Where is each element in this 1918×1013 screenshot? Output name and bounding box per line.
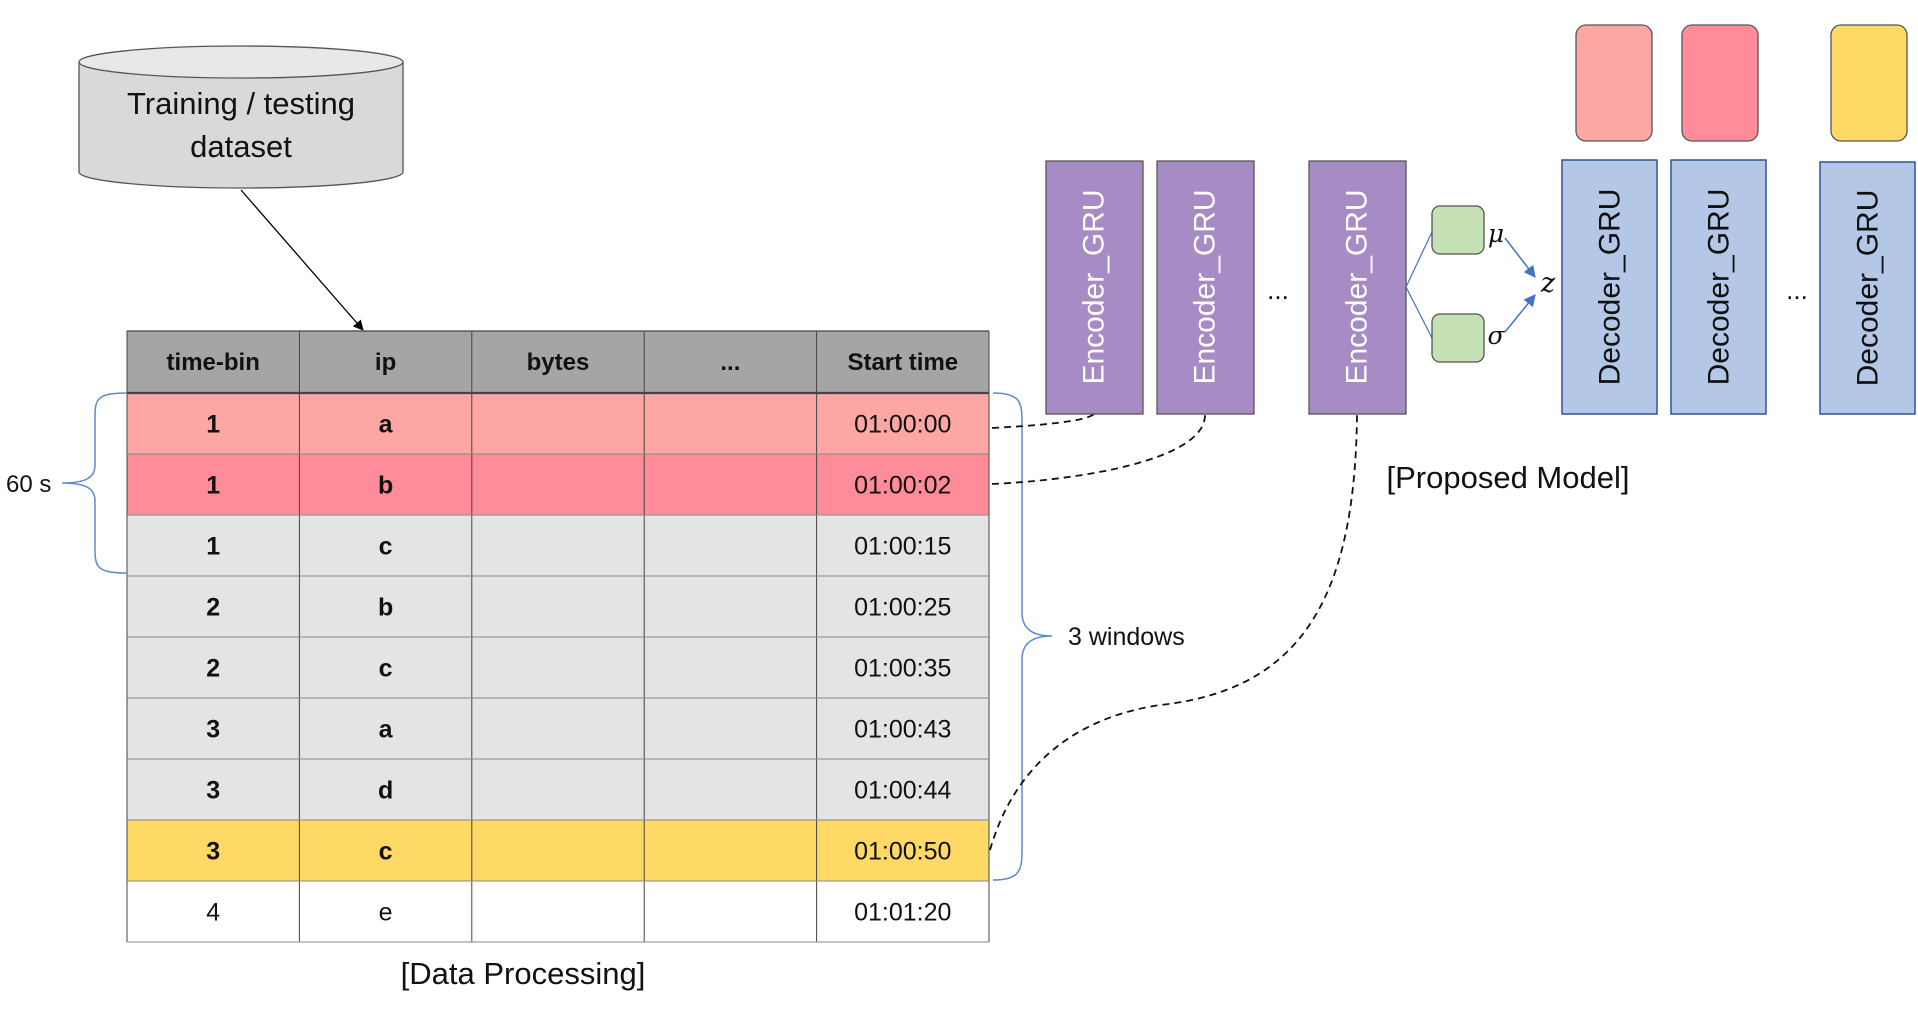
encoder-to-sigma-link [1405, 286, 1433, 339]
table-cell: 4 [206, 899, 220, 927]
table-cell: a [379, 411, 394, 439]
decoder-block [1561, 159, 1658, 415]
table-header-background [127, 331, 989, 393]
dataset-label-line2: dataset [190, 129, 292, 164]
dataset-cylinder: Training / testing dataset [78, 45, 404, 189]
dataset-label-line1: Training / testing [127, 86, 355, 121]
table-cell: 1 [206, 411, 220, 439]
encoder-to-mu-link [1405, 231, 1433, 288]
table-cell: 01:00:00 [854, 411, 951, 439]
table-cell: 1 [206, 472, 220, 500]
decoder-label: Decoder_GRU [1703, 189, 1736, 386]
table-header-cell: time-bin [167, 349, 260, 376]
decoder-block [1819, 161, 1916, 415]
encoder-block [1045, 160, 1144, 415]
output-block [1575, 24, 1653, 142]
encoder-label: Encoder_GRU [1189, 189, 1222, 384]
table-row [127, 820, 989, 881]
table-row [127, 576, 989, 637]
data-table: time-bin ip bytes... Start time 1 a 01:00:00 1 b… [126, 330, 990, 943]
table-cell: c [379, 838, 393, 866]
sigma-to-z-arrow [1504, 294, 1536, 333]
table-cell: 1 [206, 533, 220, 561]
table-row [127, 759, 989, 820]
table-row [127, 637, 989, 698]
cylinder-body [78, 62, 404, 189]
window-count-brace [992, 392, 1053, 881]
table-header-cell: Start time [847, 349, 958, 376]
cylinder-top [78, 45, 404, 79]
table-cell: d [378, 777, 393, 805]
decoder-label: Decoder_GRU [1594, 189, 1627, 386]
table-row [127, 454, 989, 515]
table-cell: e [379, 899, 393, 927]
table-row [127, 515, 989, 576]
table-cell: 01:00:15 [854, 533, 951, 561]
encoder-label: Encoder_GRU [1078, 189, 1111, 384]
row-to-encoder-2-link [991, 414, 1206, 485]
decoder-stack: Decoder_GRU Decoder_GRU ... Decoder_GRU [1561, 159, 1916, 415]
z-label: z [1540, 268, 1556, 299]
decoder-ellipsis: ... [1786, 275, 1808, 305]
mu-node [1431, 205, 1485, 255]
table-cell: 3 [206, 777, 220, 805]
mu-to-z-arrow [1504, 237, 1536, 278]
latent-space: μ σ z [1405, 205, 1556, 363]
bin-span-brace [61, 392, 128, 574]
window-count-label: 3 windows [1068, 623, 1185, 651]
encoder-label: Encoder_GRU [1341, 189, 1374, 384]
row-to-encoder-3-link [989, 414, 1358, 851]
output-block [1830, 24, 1908, 142]
output-blocks [1575, 24, 1908, 142]
table-header-cell: ip [375, 349, 396, 376]
encoder-stack: Encoder_GRU Encoder_GRU ... Encoder_GRU [1045, 160, 1407, 415]
encoder-ellipsis: ... [1267, 275, 1289, 305]
sigma-label: σ [1487, 321, 1505, 350]
table-cell: 01:00:25 [854, 594, 951, 622]
encoder-block [1308, 160, 1407, 415]
table-header-cell: bytes [527, 349, 590, 376]
table-cell: 01:00:02 [854, 472, 951, 500]
table-header-cell: ... [720, 349, 740, 376]
data-processing-caption: [Data Processing] [401, 956, 646, 991]
table-cell: b [378, 594, 393, 622]
dataset-to-table-arrow [240, 189, 364, 331]
table-cell: 3 [206, 838, 220, 866]
table-cell: 2 [206, 655, 220, 683]
proposed-model-caption: [Proposed Model] [1387, 460, 1630, 495]
table-cell: 3 [206, 716, 220, 744]
table-row [127, 698, 989, 759]
table-cell: c [379, 655, 393, 683]
output-block [1681, 24, 1759, 142]
table-cell: 01:00:43 [854, 716, 951, 744]
encoder-block [1156, 160, 1255, 415]
table-cell: a [379, 716, 394, 744]
decoder-label: Decoder_GRU [1852, 190, 1885, 387]
table-cell: c [379, 533, 393, 561]
table-row [127, 393, 989, 454]
table-cell: 01:00:44 [854, 777, 951, 805]
mu-label: μ [1488, 219, 1504, 248]
decoder-block [1670, 159, 1767, 415]
table-cell: 01:01:20 [854, 899, 951, 927]
table-cell: b [378, 472, 393, 500]
sigma-node [1431, 313, 1485, 363]
table-cell: 01:00:35 [854, 655, 951, 683]
table-cell: 2 [206, 594, 220, 622]
table-cell: 01:00:50 [854, 838, 951, 866]
table-row [127, 881, 989, 942]
bin-span-label: 60 s [6, 471, 51, 498]
